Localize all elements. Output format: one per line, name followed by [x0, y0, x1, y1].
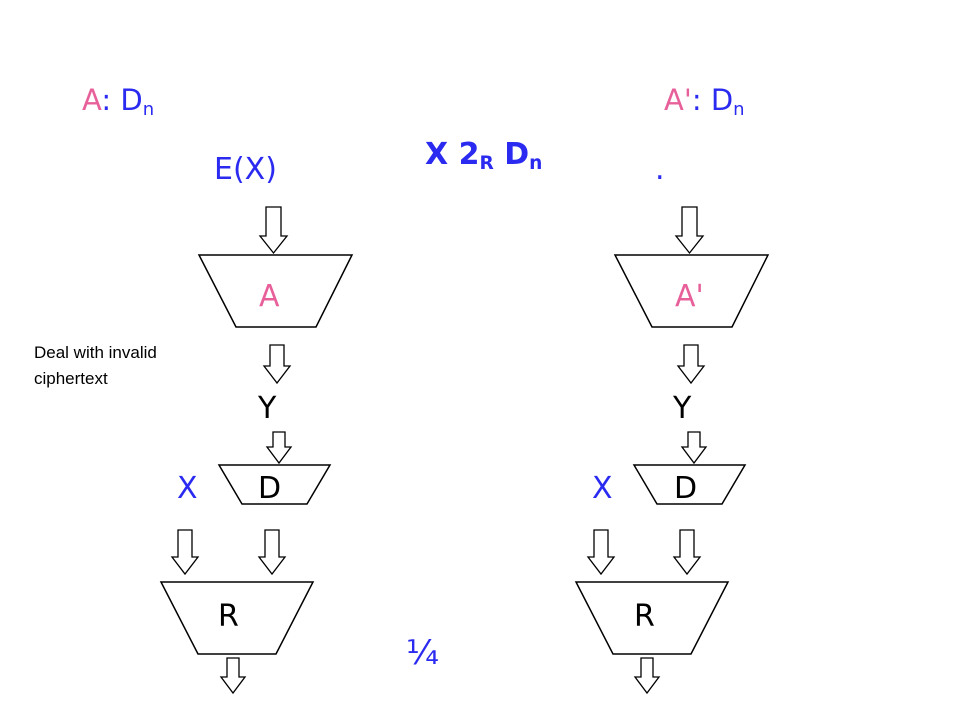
probability-fraction: ¼ — [406, 633, 439, 673]
left-y-label: Y — [258, 391, 277, 426]
right-decryptor-box — [632, 464, 747, 505]
invalid-ciphertext-note: Deal with invalid ciphertext — [34, 340, 157, 391]
right-decryptor-in-arrow — [680, 431, 708, 465]
right-output-arrow — [633, 657, 661, 695]
right-column — [574, 206, 770, 695]
right-result-box — [574, 581, 730, 655]
right-decryptor-label: D — [674, 471, 698, 506]
center-title: X 2R Dn — [425, 140, 542, 174]
right-input-arrow — [674, 206, 705, 255]
left-header-name: A — [82, 83, 102, 117]
left-result-label: R — [218, 599, 239, 634]
right-x-label: X — [592, 471, 613, 506]
left-column — [159, 206, 354, 695]
left-y-arrow — [262, 344, 292, 385]
left-header-d: D — [120, 83, 143, 117]
right-x-arrow — [586, 529, 616, 576]
right-y-arrow — [676, 344, 706, 385]
left-input-label: E(X) — [214, 152, 277, 187]
right-y-label: Y — [673, 391, 692, 426]
right-header-d: D — [710, 83, 734, 117]
left-decryptor-label: D — [258, 471, 282, 506]
note-line-1: Deal with invalid — [34, 343, 157, 362]
left-result-box — [159, 581, 315, 655]
right-header: A': Dn — [664, 86, 745, 119]
center-title-x: X — [425, 137, 449, 172]
center-title-d: D — [504, 137, 530, 172]
center-title-sub: R — [479, 153, 494, 175]
right-header-sub: n — [733, 99, 745, 121]
right-adversary-label: A' — [675, 279, 704, 314]
center-title-d-sub: n — [529, 153, 543, 175]
left-input-arrow — [258, 206, 289, 255]
left-adversary-box — [197, 254, 354, 328]
left-d-output-arrow — [257, 529, 287, 576]
right-result-label: R — [634, 599, 655, 634]
left-x-label: X — [177, 471, 198, 506]
left-header: A: Dn — [82, 86, 154, 119]
right-d-output-arrow — [672, 529, 702, 576]
right-adversary-box — [613, 254, 770, 328]
right-input-label: . — [655, 152, 665, 187]
note-line-2: ciphertext — [34, 368, 108, 388]
left-decryptor-box — [217, 464, 332, 505]
left-output-arrow — [219, 657, 247, 695]
center-title-two: 2 — [458, 137, 480, 172]
left-adversary-label: A — [259, 279, 280, 314]
right-header-name: A' — [664, 83, 692, 117]
right-header-sep: : — [691, 83, 711, 117]
left-decryptor-in-arrow — [265, 431, 293, 465]
left-header-sub: n — [142, 99, 155, 121]
left-header-sep: : — [101, 83, 121, 117]
left-x-arrow — [170, 529, 200, 576]
